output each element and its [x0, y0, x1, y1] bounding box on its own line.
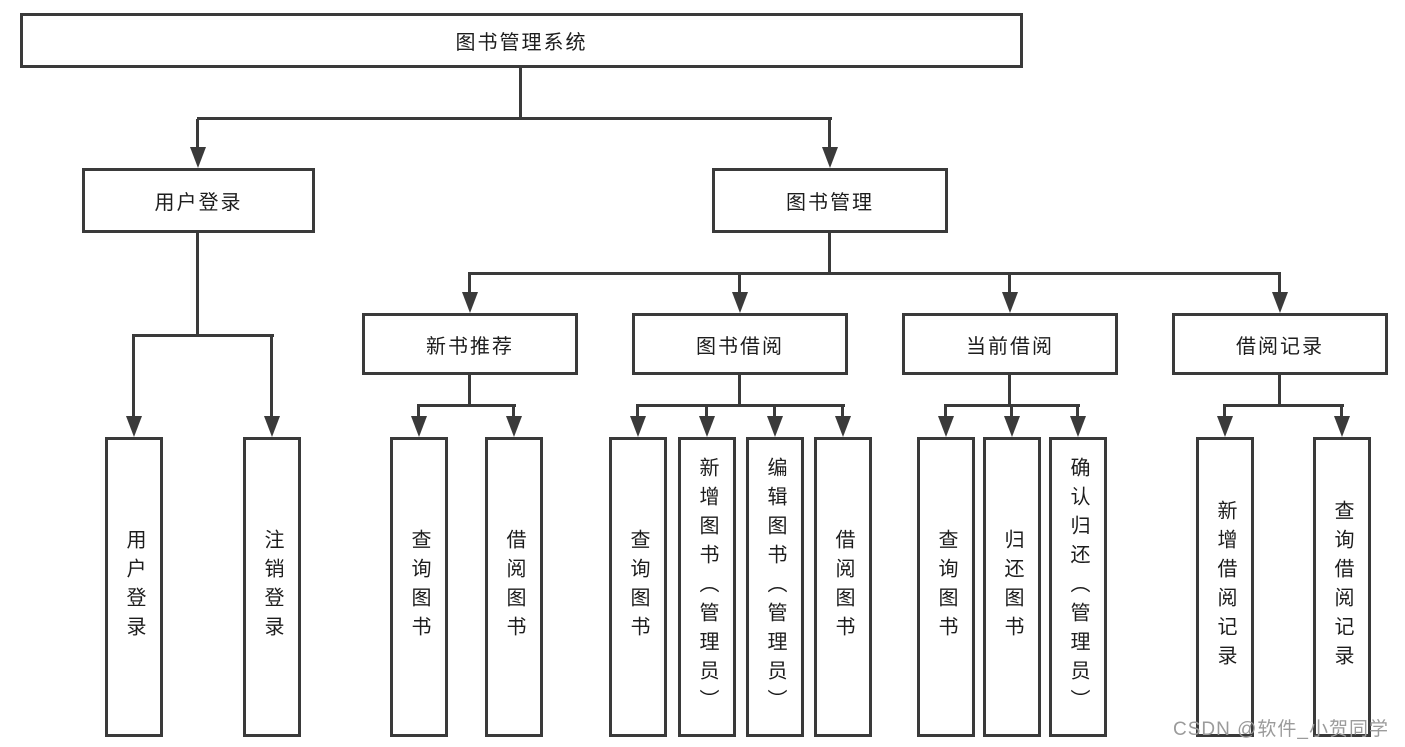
leaf-add-borrow-record: 新增借阅记录	[1196, 437, 1254, 737]
node-new-book-recommendation: 新书推荐	[362, 313, 578, 375]
connector-hline	[944, 404, 1080, 407]
leaf-borrow-books-recommend: 借阅图书	[485, 437, 543, 737]
arrow-down-icon	[822, 147, 838, 168]
leaf-query-borrow-record: 查询借阅记录	[1313, 437, 1371, 737]
leaf-borrow-books-borrowing: 借阅图书	[814, 437, 872, 737]
arrow-down-icon	[506, 416, 522, 437]
arrow-down-icon	[630, 416, 646, 437]
node-current-borrowing: 当前借阅	[902, 313, 1118, 375]
connector-vline	[1278, 375, 1281, 406]
connector-vline	[417, 406, 420, 418]
connector-vline	[1340, 406, 1343, 418]
arrow-down-icon	[190, 147, 206, 168]
arrow-down-icon	[264, 416, 280, 437]
arrow-down-icon	[462, 292, 478, 313]
connector-vline	[270, 336, 273, 418]
connector-vline	[828, 233, 831, 273]
node-book-management: 图书管理	[712, 168, 948, 233]
connector-hline	[417, 404, 516, 407]
node-library-management-system: 图书管理系统	[20, 13, 1023, 68]
arrow-down-icon	[1217, 416, 1233, 437]
leaf-logout: 注销登录	[243, 437, 301, 737]
connector-vline	[196, 233, 199, 335]
arrow-down-icon	[126, 416, 142, 437]
csdn-watermark: CSDN @软件_小贺同学	[1173, 719, 1389, 740]
arrow-down-icon	[835, 416, 851, 437]
connector-vline	[738, 375, 741, 406]
leaf-edit-book-admin: 编辑图书（管理员）	[746, 437, 804, 737]
arrow-down-icon	[732, 292, 748, 313]
arrow-down-icon	[1070, 416, 1086, 437]
connector-vline	[636, 406, 639, 418]
connector-hline	[197, 117, 832, 120]
leaf-query-books-recommend: 查询图书	[390, 437, 448, 737]
node-book-borrowing: 图书借阅	[632, 313, 848, 375]
connector-vline	[468, 274, 471, 294]
connector-vline	[705, 406, 708, 418]
connector-hline	[468, 272, 1281, 275]
leaf-confirm-return-admin: 确认归还（管理员）	[1049, 437, 1107, 737]
arrow-down-icon	[411, 416, 427, 437]
connector-vline	[841, 406, 844, 418]
connector-vline	[944, 406, 947, 418]
connector-vline	[512, 406, 515, 418]
connector-vline	[1278, 274, 1281, 294]
leaf-return-books: 归还图书	[983, 437, 1041, 737]
connector-vline	[1008, 375, 1011, 406]
connector-hline	[132, 334, 274, 337]
node-user-login: 用户登录	[82, 168, 315, 233]
connector-vline	[1223, 406, 1226, 418]
arrow-down-icon	[938, 416, 954, 437]
connector-hline	[1223, 404, 1344, 407]
arrow-down-icon	[1334, 416, 1350, 437]
arrow-down-icon	[699, 416, 715, 437]
connector-vline	[196, 119, 199, 148]
connector-vline	[738, 274, 741, 294]
node-borrowing-records: 借阅记录	[1172, 313, 1388, 375]
arrow-down-icon	[1004, 416, 1020, 437]
connector-vline	[132, 336, 135, 418]
leaf-query-books-borrowing: 查询图书	[609, 437, 667, 737]
connector-hline	[636, 404, 845, 407]
connector-vline	[519, 68, 522, 118]
arrow-down-icon	[1002, 292, 1018, 313]
connector-vline	[1076, 406, 1079, 418]
leaf-user-login: 用户登录	[105, 437, 163, 737]
connector-vline	[828, 119, 831, 148]
leaf-query-books-current: 查询图书	[917, 437, 975, 737]
connector-vline	[468, 375, 471, 406]
arrow-down-icon	[767, 416, 783, 437]
connector-vline	[1010, 406, 1013, 418]
arrow-down-icon	[1272, 292, 1288, 313]
connector-vline	[773, 406, 776, 418]
leaf-add-book-admin: 新增图书（管理员）	[678, 437, 736, 737]
connector-vline	[1008, 274, 1011, 294]
